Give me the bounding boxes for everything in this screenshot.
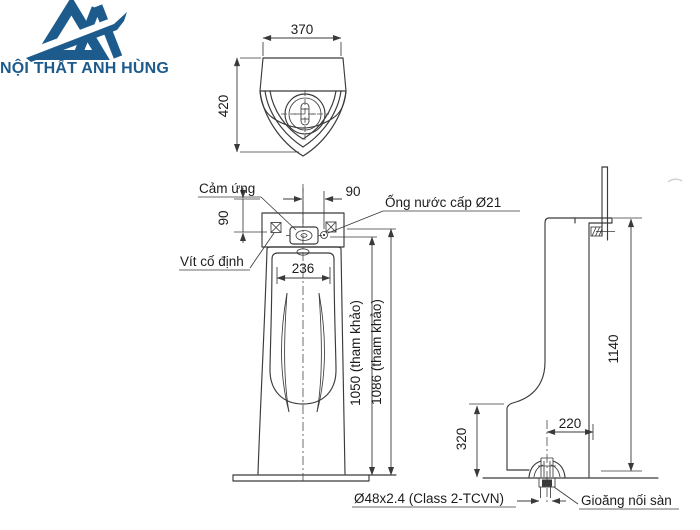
label-drain-pipe: Ø48x2.4 (Class 2-TCVN) bbox=[352, 491, 566, 508]
dim-370: 370 bbox=[291, 22, 314, 37]
svg-text:Vít cố định: Vít cố định bbox=[180, 254, 244, 269]
label-water-supply: Ống nước cấp Ø21 bbox=[327, 195, 520, 234]
water-inlet bbox=[320, 231, 328, 239]
brand-name: NỘI THẤT ANH HÙNG bbox=[0, 58, 169, 77]
front-dim-236: 236 bbox=[276, 261, 331, 284]
side-view-body bbox=[482, 217, 659, 479]
label-sensor: Cảm ứng bbox=[198, 181, 297, 231]
top-view-depth-dimension: 420 bbox=[216, 57, 299, 153]
top-view-width-dimension: 370 bbox=[262, 22, 342, 56]
front-view-body bbox=[232, 184, 397, 482]
side-dim-1140: 1140 bbox=[601, 217, 642, 472]
fixing-screw-left bbox=[270, 222, 282, 233]
brand-logo: NỘI THẤT ANH HÙNG bbox=[0, 0, 169, 77]
dim-320: 320 bbox=[454, 428, 469, 451]
scan-smudge bbox=[667, 178, 683, 183]
label-fixing-screw: Vít cố định bbox=[179, 232, 275, 271]
side-dim-320: 320 bbox=[454, 403, 504, 478]
dim-1140: 1140 bbox=[606, 334, 621, 363]
supply-pipe bbox=[590, 166, 615, 241]
front-dim-1050: 1050 (tham khảo) bbox=[330, 236, 377, 476]
sensor-unit bbox=[286, 226, 322, 245]
front-view: 90 90 236 1050 (tham khảo) 1086 bbox=[179, 181, 520, 482]
side-dim-220: 220 bbox=[546, 416, 594, 440]
side-view: 220 320 1140 Ø48x2.4 (Class 2-TCVN) Gioă… bbox=[352, 166, 679, 510]
svg-text:Gioăng nối sàn: Gioăng nối sàn bbox=[581, 493, 672, 508]
dim-220: 220 bbox=[559, 416, 582, 431]
dim-90-vertical: 90 bbox=[216, 210, 231, 225]
dim-90-horizontal: 90 bbox=[345, 184, 360, 199]
svg-text:Ø48x2.4 (Class 2-TCVN): Ø48x2.4 (Class 2-TCVN) bbox=[354, 491, 504, 506]
top-view-drain bbox=[281, 90, 329, 140]
dim-1086: 1086 (tham khảo) bbox=[369, 299, 384, 405]
front-dim-90-vertical: 90 bbox=[216, 188, 267, 243]
front-dim-1086: 1086 (tham khảo) bbox=[347, 228, 396, 476]
dim-420: 420 bbox=[216, 95, 231, 118]
dim-236: 236 bbox=[292, 261, 315, 276]
label-floor-gasket: Gioăng nối sàn bbox=[553, 486, 679, 510]
dim-1050: 1050 (tham khảo) bbox=[348, 300, 363, 406]
svg-text:Ống nước cấp Ø21: Ống nước cấp Ø21 bbox=[385, 195, 501, 210]
top-view-outline bbox=[259, 57, 347, 157]
svg-text:Cảm ứng: Cảm ứng bbox=[199, 181, 255, 196]
front-dim-90-horizontal: 90 bbox=[283, 184, 361, 229]
brand-logo-icon bbox=[24, 0, 127, 62]
top-view: 370 420 bbox=[216, 22, 347, 157]
